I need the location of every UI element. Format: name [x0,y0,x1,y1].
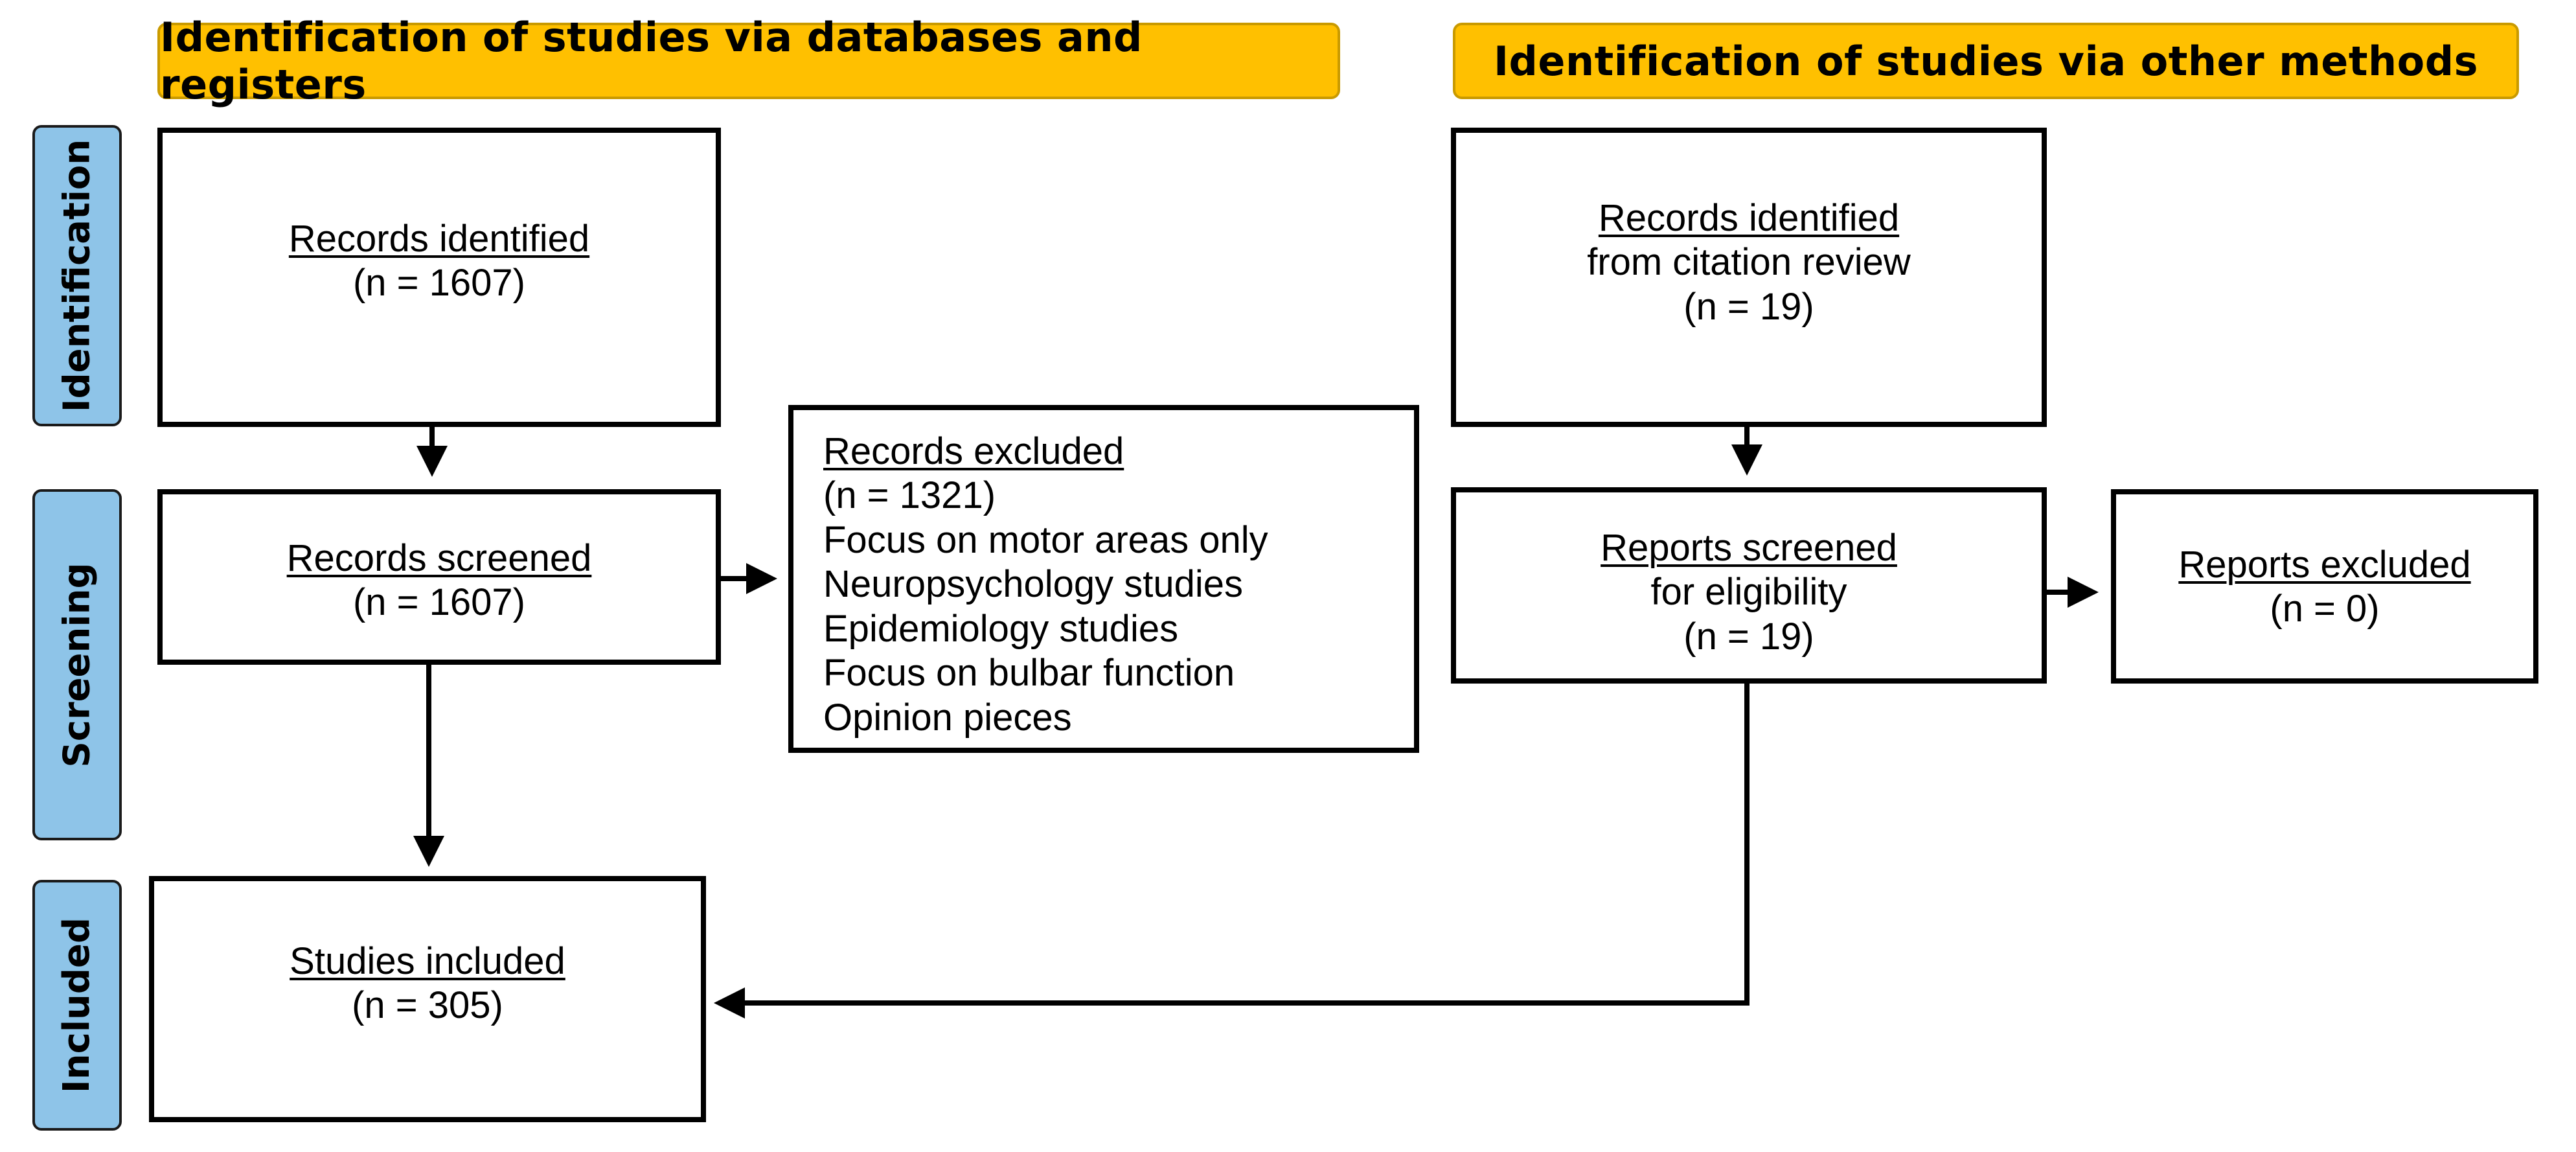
exclusion-reason: Focus on motor areas only [823,518,1268,561]
arrow-reports-to-included [714,680,1750,1019]
exclusion-reason: Neuropsychology studies [823,563,1244,606]
records-screened-count: (n = 1607) [352,581,525,624]
records-identified-count: (n = 1607) [352,262,525,305]
phase-identification: Identification [32,125,122,426]
citation-records-title: Records identified [1598,197,1900,239]
studies-included-count: (n = 305) [352,984,503,1027]
exclusion-reason: Focus on bulbar function [823,652,1235,695]
records-screened-box: Records screened (n = 1607) [157,489,721,665]
header-other-label: Identification of studies via other meth… [1493,37,2479,85]
citation-records-count: (n = 19) [1683,285,1814,328]
records-excluded-box: Records excluded (n = 1321) Focus on mot… [788,405,1419,753]
reports-excluded-count: (n = 0) [2270,588,2380,630]
studies-included-title: Studies included [290,940,565,982]
records-identified-title: Records identified [288,218,590,260]
records-excluded-count: (n = 1321) [823,474,996,517]
reports-excluded-title: Reports excluded [2178,544,2471,586]
reports-excluded-box: Reports excluded (n = 0) [2111,489,2538,684]
phase-included: Included [32,880,122,1131]
header-databases-label: Identification of studies via databases … [160,14,1143,108]
citation-records-box: Records identified from citation review … [1451,128,2047,427]
records-screened-title: Records screened [286,537,592,579]
header-databases: Identification of studies via databases … [157,14,1340,108]
exclusion-reason: Opinion pieces [823,696,1072,739]
citation-records-subtitle: from citation review [1587,241,1911,284]
reports-screened-box: Reports screened for eligibility (n = 19… [1451,487,2047,684]
exclusion-reason: Epidemiology studies [823,607,1179,650]
phase-screening: Screening [32,489,122,840]
reports-screened-title: Reports screened [1601,527,1897,569]
records-identified-box: Records identified (n = 1607) [157,128,721,427]
records-excluded-title: Records excluded [823,430,1124,472]
studies-included-box: Studies included (n = 305) [149,876,706,1122]
reports-screened-count: (n = 19) [1683,615,1814,658]
reports-screened-subtitle: for eligibility [1650,571,1847,614]
header-other-methods: Identification of studies via other meth… [1453,23,2519,99]
